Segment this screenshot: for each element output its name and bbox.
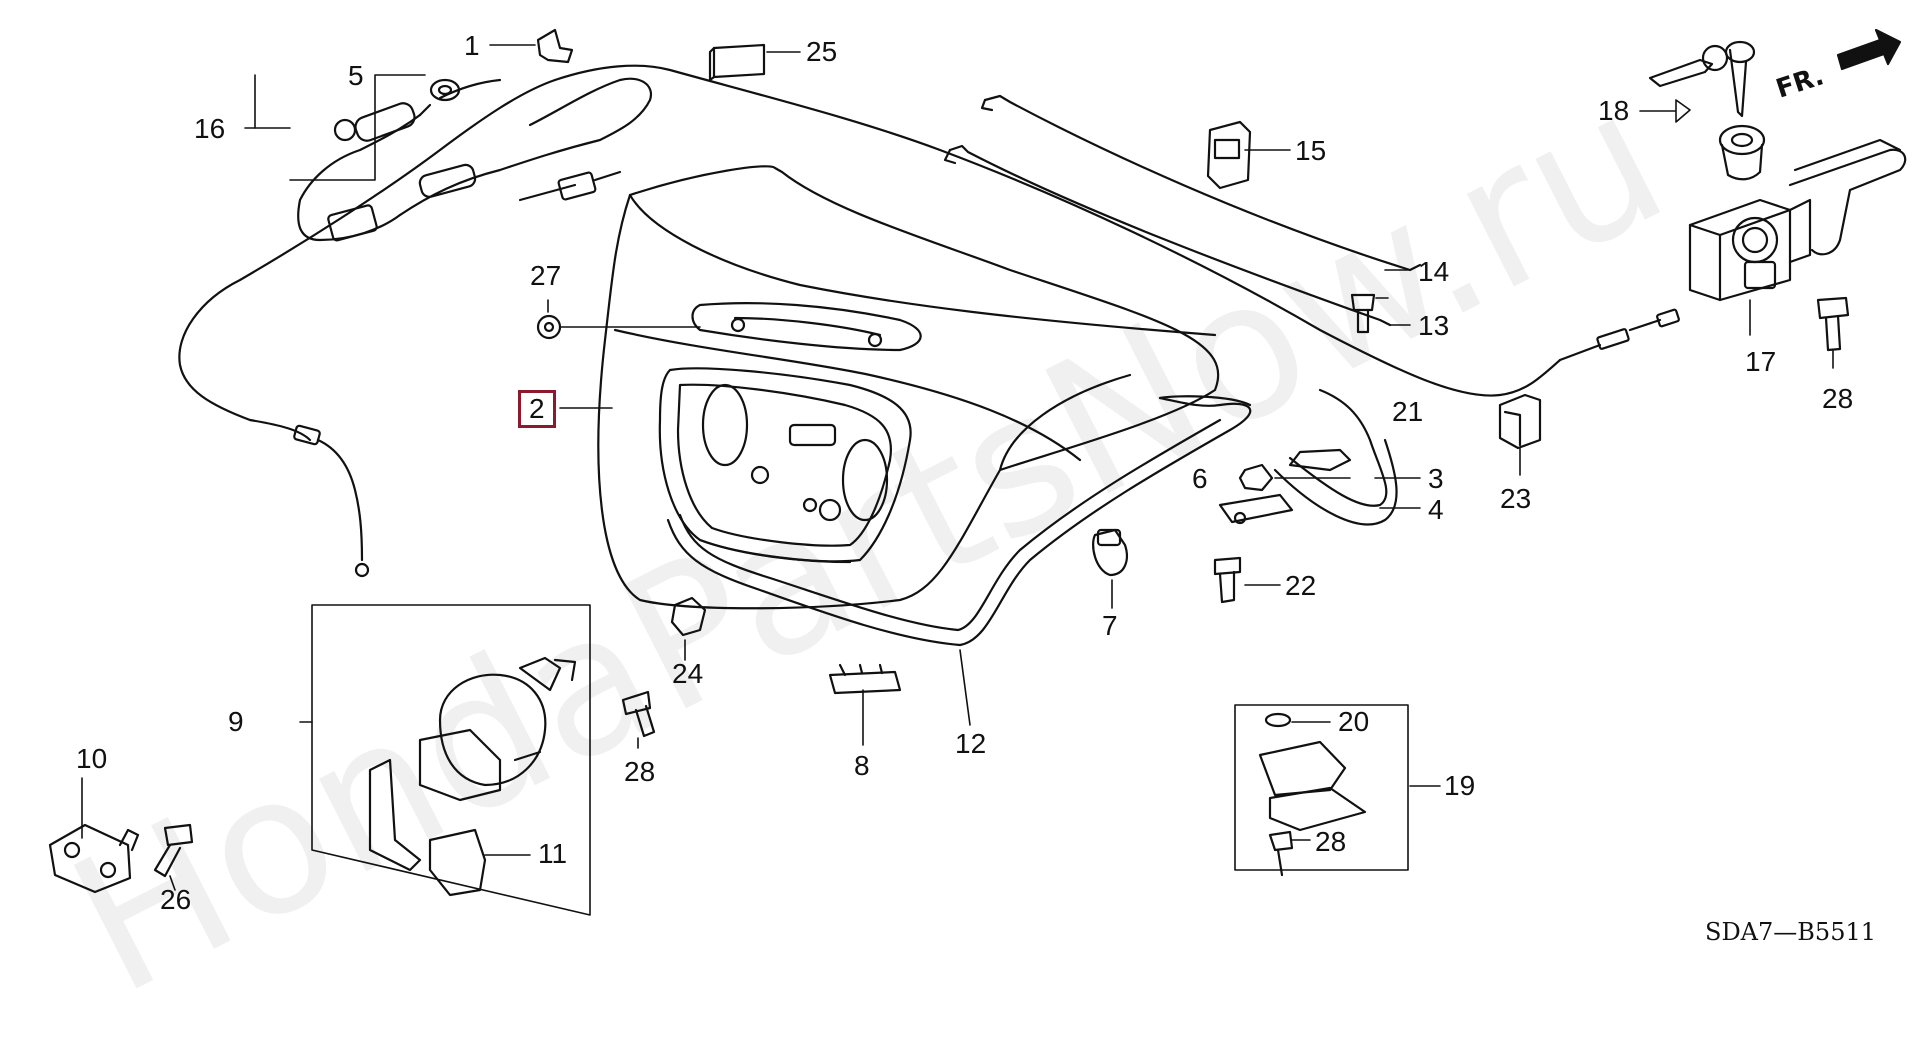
callout-27: 27: [530, 260, 562, 291]
key-cylinder: [1718, 124, 1766, 181]
callout-12: 12: [955, 728, 987, 759]
trunk-latch: [1688, 138, 1907, 302]
callout-15: 15: [1295, 135, 1327, 166]
front-arrow-icon: [1836, 28, 1902, 71]
leader-lines: [81, 44, 1834, 891]
callout-21: 21: [1392, 396, 1424, 427]
callout-13: 13: [1418, 310, 1450, 341]
callout-3: 3: [1428, 463, 1444, 494]
callout-5: 5: [348, 60, 364, 91]
callout-4: 4: [1428, 494, 1444, 525]
callout-2-highlighted: 2: [518, 390, 556, 428]
callout-10: 10: [76, 743, 108, 774]
striker-group-box: [1234, 704, 1409, 877]
callout-24: 24: [672, 658, 704, 689]
callout-22: 22: [1285, 570, 1317, 601]
callout-9: 9: [228, 706, 244, 737]
bracket-10: [48, 823, 140, 894]
callout-28-box: 28: [1315, 826, 1347, 857]
callout-17: 17: [1745, 346, 1777, 377]
callout-16: 16: [194, 113, 226, 144]
callout-1: 1: [464, 30, 480, 61]
keys: [1648, 40, 1756, 118]
callout-11: 11: [538, 838, 568, 869]
trunk-lid: [597, 165, 1220, 610]
callout-28-center: 28: [624, 756, 656, 787]
callout-6: 6: [1192, 463, 1208, 494]
callout-23: 23: [1500, 483, 1532, 514]
callout-28-right: 28: [1822, 383, 1854, 414]
callout-26: 26: [160, 884, 192, 915]
callout-8: 8: [854, 750, 870, 781]
callout-7: 7: [1102, 610, 1118, 641]
trunk-hinge: [1218, 388, 1398, 526]
diagram-code: SDA7—B5511: [1705, 918, 1876, 946]
latch-group-box: [311, 604, 591, 916]
parts-diagram: HondaPartsNow.ru: [40, 28, 1907, 1037]
support-rods: [943, 94, 1422, 327]
callout-19: 19: [1444, 770, 1476, 801]
opener-cable: [297, 77, 653, 242]
diagram-drawing: [48, 28, 1907, 916]
weatherstrip: [666, 395, 1252, 647]
callout-18: 18: [1598, 95, 1630, 126]
callout-25: 25: [806, 36, 838, 67]
small-parts: [153, 28, 1850, 878]
callout-20: 20: [1338, 706, 1370, 737]
callout-14: 14: [1418, 256, 1450, 287]
release-cable: [178, 64, 1680, 578]
